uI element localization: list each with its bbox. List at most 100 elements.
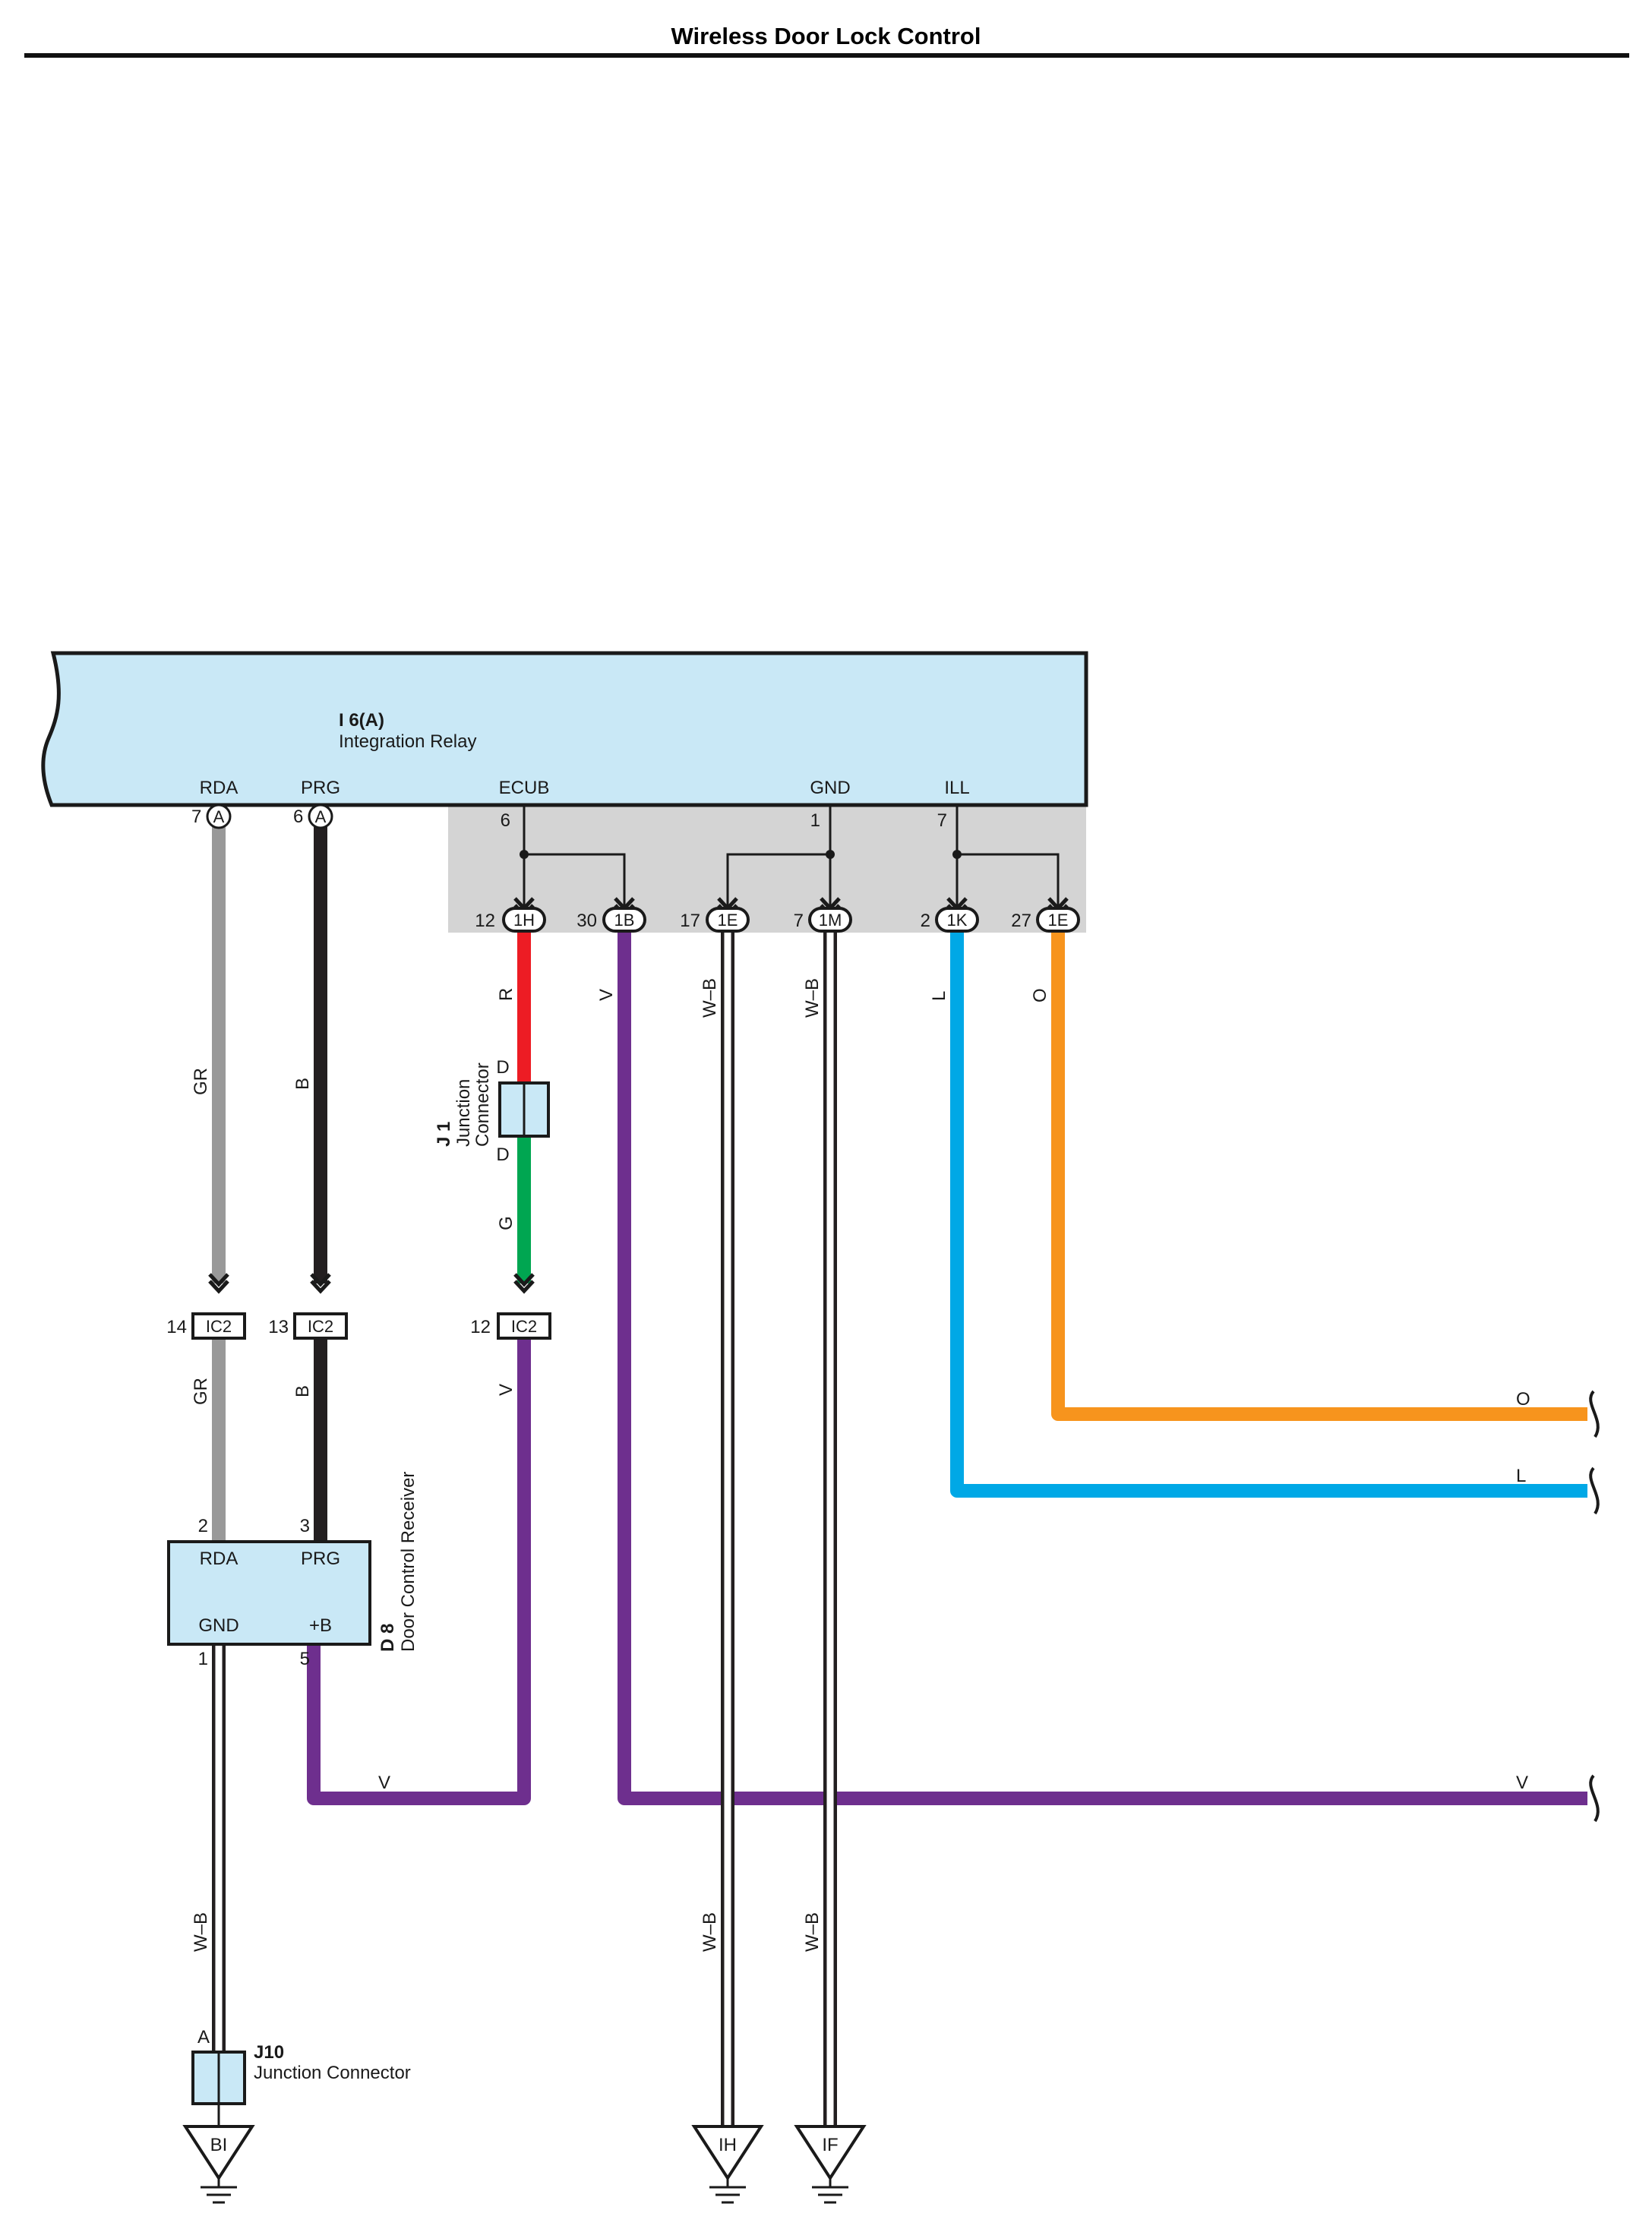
wire-label-gnd-d8: W–B (191, 1912, 211, 1952)
relay-terminal-gnd: GND (810, 778, 850, 798)
relay-id: I 6(A) (339, 710, 384, 731)
integration-relay-box (41, 651, 1088, 807)
j1-junction-connector: D D J 1 Junction Connector (434, 1057, 550, 1165)
svg-text:1M: 1M (819, 911, 842, 930)
svg-text:1: 1 (198, 1649, 208, 1669)
relay-connector-a-prg: A (308, 804, 333, 829)
wire-label-gnd-ih: W–B (700, 1912, 720, 1952)
svg-text:D: D (496, 1057, 509, 1078)
svg-text:17: 17 (680, 911, 700, 931)
wire-label-ic2-out: V (496, 1384, 516, 1396)
splice-dot-gnd (826, 850, 835, 859)
break-mark-v (1589, 1774, 1600, 1823)
j10-junction-connector: A J10 Junction Connector (191, 2027, 411, 2105)
jb-connector-1k: 1K 2 (921, 907, 979, 933)
wire-label-1e27-out: O (1030, 988, 1050, 1002)
chevron-ic2-14-2 (208, 1280, 229, 1294)
wire-label-rda-top: GR (191, 1068, 211, 1095)
junction-block-area (448, 805, 1086, 933)
svg-text:1H: 1H (513, 911, 535, 930)
jb-connector-1e-27: 1E 27 (1011, 907, 1080, 933)
break-mark-o (1589, 1390, 1600, 1438)
jb-connector-1m: 1M 7 (794, 907, 852, 933)
ic2-connector-14: IC2 14 (166, 1312, 246, 1340)
wire-label-rda-bottom: GR (191, 1378, 211, 1405)
chevron-ic2-12 (513, 1273, 535, 1287)
svg-text:1E: 1E (718, 911, 738, 930)
relay-pin-prg: 6 (293, 807, 303, 827)
wire-label-prg-bottom: B (292, 1385, 313, 1397)
chevron-ic2-13 (310, 1273, 331, 1287)
relay-pin-rda: 7 (191, 807, 201, 827)
svg-text:27: 27 (1011, 911, 1031, 931)
relay-pin-gnd: 1 (810, 810, 820, 831)
wire-1k-l (950, 931, 1587, 1498)
svg-text:A: A (213, 807, 225, 826)
wire-1b-v (618, 931, 1587, 1805)
wire-label-ecub-green: G (496, 1216, 516, 1230)
wire-label-ecub-red: R (496, 988, 516, 1001)
svg-text:7: 7 (794, 911, 804, 931)
relay-connector-a-rda: A (206, 804, 232, 829)
svg-text:GND: GND (198, 1615, 238, 1636)
wire-label-1m-out: W–B (802, 978, 823, 1018)
ground-bi-icon: BI (182, 2125, 255, 2204)
relay-pin-ecub: 6 (501, 810, 510, 831)
ic2-connector-12: IC2 12 (470, 1312, 551, 1340)
svg-text:BI: BI (210, 2135, 228, 2155)
svg-text:5: 5 (300, 1649, 310, 1669)
relay-terminal-rda: RDA (200, 778, 238, 798)
svg-text:IC2: IC2 (308, 1317, 333, 1336)
relay-terminal-ecub: ECUB (499, 778, 550, 798)
svg-text:IC2: IC2 (206, 1317, 232, 1336)
svg-text:1K: 1K (947, 911, 968, 930)
svg-text:Connector: Connector (472, 1062, 493, 1147)
svg-text:J10: J10 (254, 2042, 284, 2063)
svg-text:Junction Connector: Junction Connector (254, 2063, 411, 2083)
svg-text:IH: IH (719, 2135, 737, 2155)
svg-text:12: 12 (470, 1317, 491, 1337)
wire-label-1k-out: L (929, 991, 949, 1001)
ic2-connector-13: IC2 13 (268, 1312, 348, 1340)
ground-ih-icon: IH (691, 2125, 764, 2204)
splice-dot-ecub (520, 850, 529, 859)
svg-text:1E: 1E (1048, 911, 1069, 930)
wire-label-bottom-v: V (378, 1773, 390, 1793)
splice-ill (957, 853, 1060, 911)
svg-text:Door Control Receiver: Door Control Receiver (398, 1472, 419, 1652)
wire-label-1b-out: V (596, 989, 617, 1001)
svg-text:D 8: D 8 (377, 1624, 398, 1652)
jb-connector-1h: 1H 12 (475, 907, 546, 933)
svg-text:PRG: PRG (301, 1549, 340, 1569)
svg-text:2: 2 (921, 911, 930, 931)
jb-connector-1b: 1B 30 (576, 907, 646, 933)
svg-text:14: 14 (166, 1317, 187, 1337)
wire-label-right-v: V (1516, 1773, 1528, 1793)
svg-text:13: 13 (268, 1317, 289, 1337)
wire-label-1e17-out: W–B (700, 978, 720, 1018)
svg-text:2: 2 (198, 1516, 208, 1536)
page-title: Wireless Door Lock Control (671, 23, 981, 49)
relay-name: Integration Relay (339, 731, 476, 752)
wire-label-right-o: O (1516, 1389, 1530, 1410)
relay-terminal-prg: PRG (301, 778, 340, 798)
svg-text:30: 30 (576, 911, 597, 931)
svg-text:Junction: Junction (453, 1079, 474, 1147)
svg-text:IC2: IC2 (511, 1317, 537, 1336)
svg-text:RDA: RDA (200, 1549, 238, 1569)
svg-text:A: A (197, 2027, 210, 2047)
wire-label-gnd-if: W–B (802, 1912, 823, 1952)
svg-text:IF: IF (822, 2135, 838, 2155)
wire-ic2-v (307, 1338, 531, 1805)
relay-pin-ill: 7 (937, 810, 947, 831)
chevron-ic2-13-2 (310, 1280, 331, 1294)
splice-ecub (524, 853, 626, 911)
svg-text:12: 12 (475, 911, 495, 931)
splice-gnd (726, 853, 830, 911)
ground-if-icon: IF (794, 2125, 867, 2204)
wire-label-right-l: L (1516, 1466, 1526, 1486)
svg-text:3: 3 (300, 1516, 310, 1536)
relay-terminal-ill: ILL (944, 778, 969, 798)
wire-label-prg-top: B (292, 1078, 313, 1090)
